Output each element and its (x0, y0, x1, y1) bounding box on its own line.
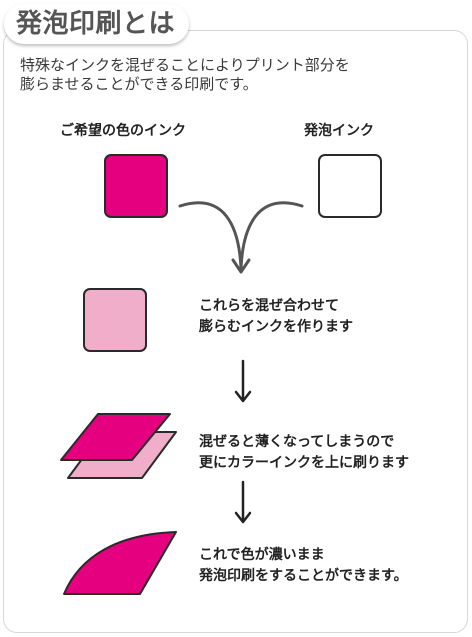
intro-line-2: 膨らませることができる印刷です。 (20, 75, 258, 93)
step-3-line-2: 発泡印刷をすることができます。 (199, 568, 408, 584)
foam-ink-swatch (318, 154, 382, 218)
title-badge: 発泡印刷とは (4, 4, 190, 44)
content-panel (3, 30, 468, 633)
step-3-description: これで色が濃いまま 発泡印刷をすることができます。 (199, 545, 408, 587)
foam-ink-label: 発泡インク (304, 123, 374, 139)
intro-line-1: 特殊なインクを混ぜることによりプリント部分を (20, 56, 350, 74)
down-arrow-2 (234, 480, 252, 524)
mixed-ink-swatch (83, 288, 147, 352)
merge-curve-right (239, 201, 304, 270)
step-2-line-2: 更にカラーインクを上に刷ります (199, 455, 409, 471)
intro-text: 特殊なインクを混ぜることによりプリント部分を 膨らませることができる印刷です。 (20, 56, 450, 94)
page-title: 発泡印刷とは (16, 9, 176, 39)
step-3-line-1: これで色が濃いまま (199, 547, 325, 563)
merge-arrow (178, 201, 304, 274)
layered-ink-sheets (60, 413, 177, 479)
raised-print-shape (63, 531, 177, 595)
down-arrow-1 (234, 359, 252, 403)
magenta-sheet (60, 413, 171, 461)
step-1-line-1: これらを混ぜ合わせて (199, 298, 339, 314)
magenta-ink-swatch (104, 154, 168, 218)
desired-color-ink-label: ご希望の色のインク (60, 123, 186, 139)
step-2-description: 混ぜると薄くなってしまうので 更にカラーインクを上に刷ります (199, 432, 409, 474)
raised-magenta-ink (63, 531, 177, 595)
merge-arrowhead (231, 258, 251, 274)
step-1-description: これらを混ぜ合わせて 膨らむインクを作ります (199, 296, 353, 338)
step-2-line-1: 混ぜると薄くなってしまうので (199, 434, 395, 450)
step-1-line-2: 膨らむインクを作ります (199, 319, 353, 335)
merge-curve-left (178, 201, 243, 270)
